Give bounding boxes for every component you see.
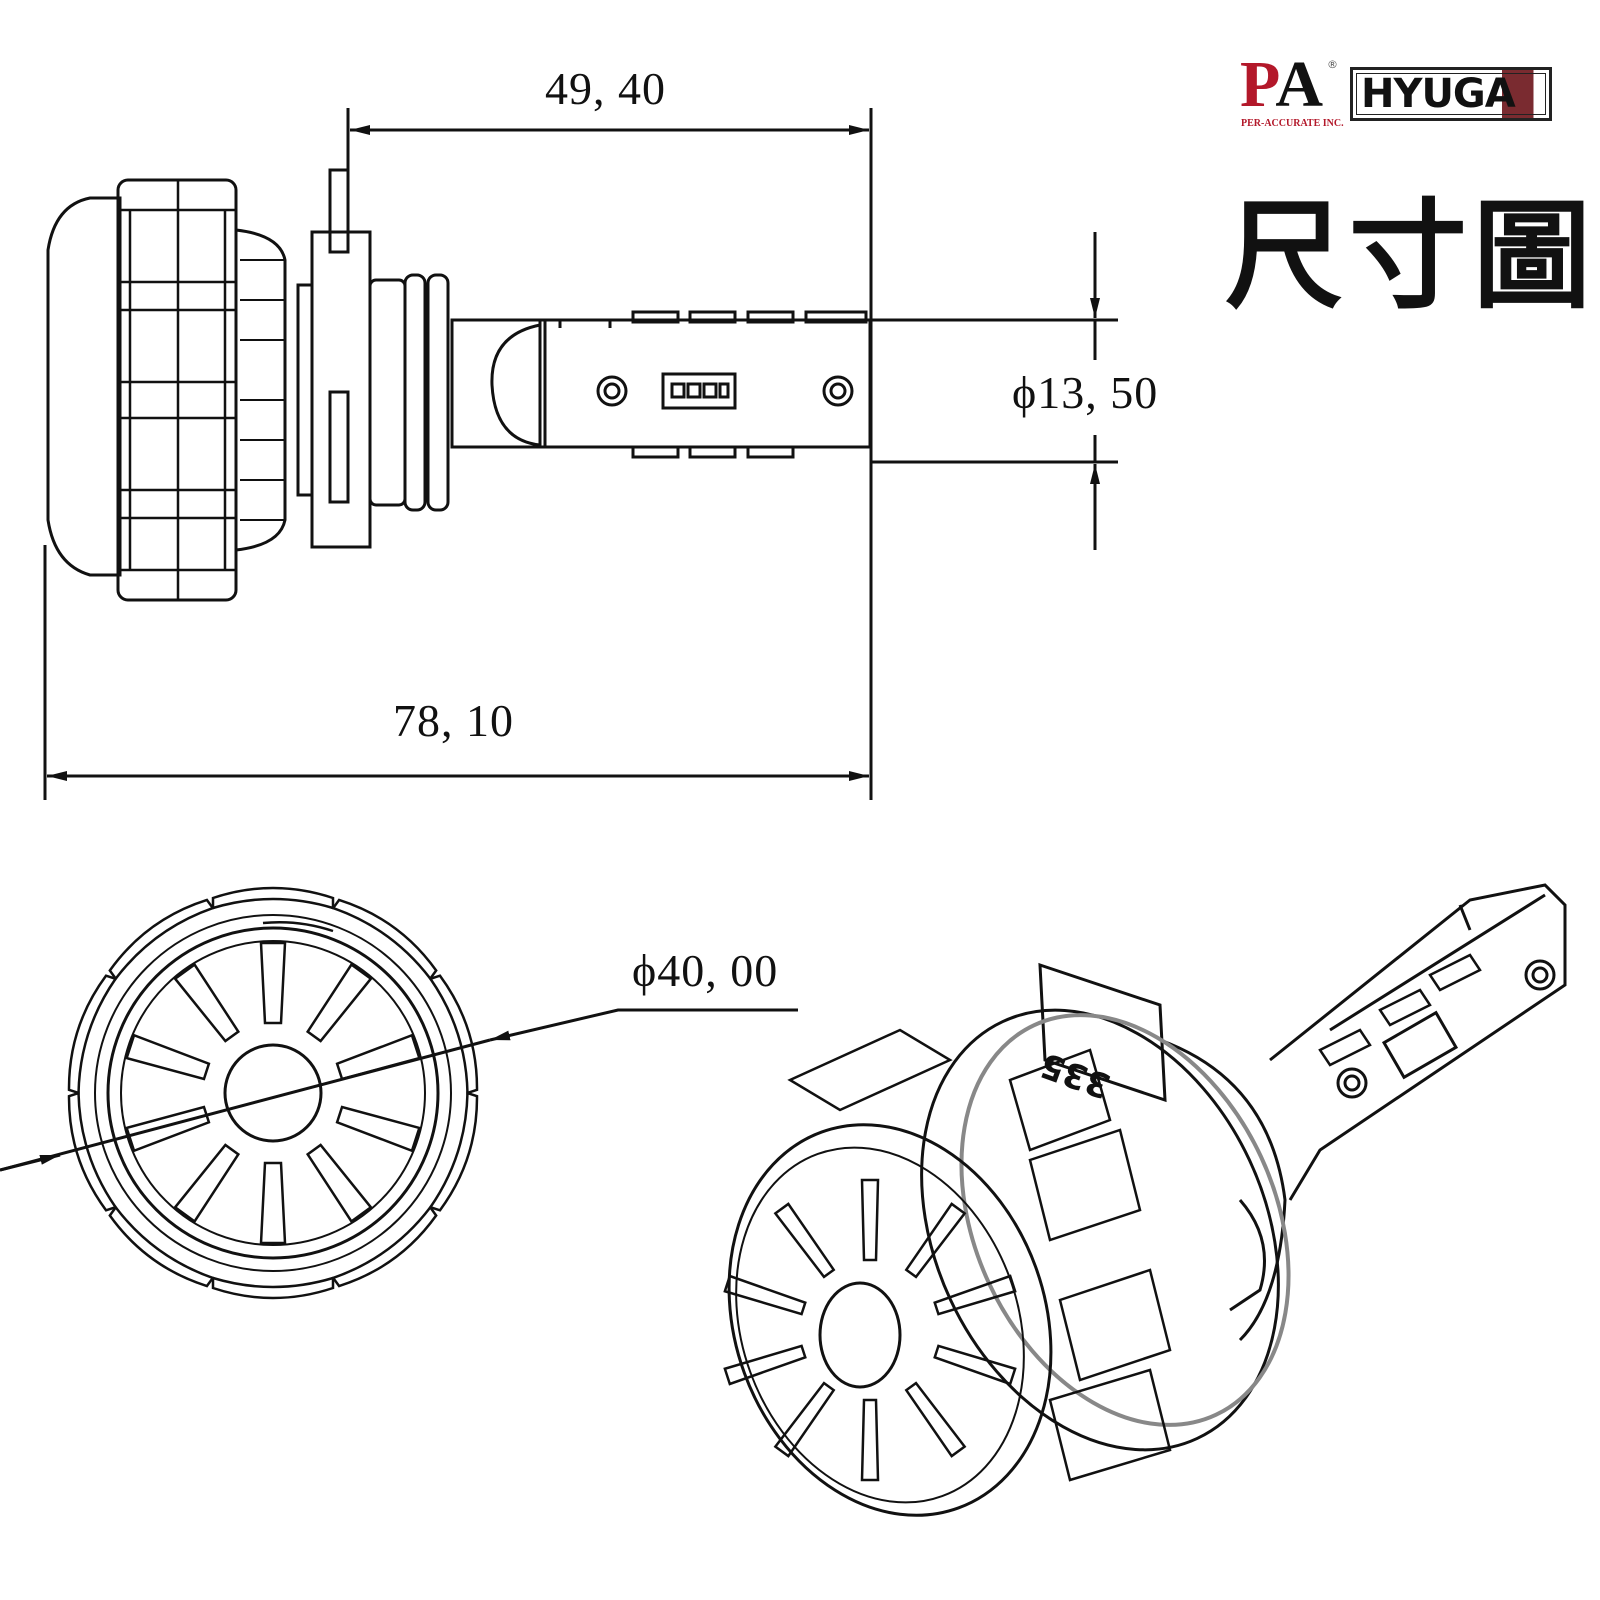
pa-logo-subtitle: PER-ACCURATE INC.	[1241, 118, 1344, 129]
pa-logo: PA	[1240, 52, 1323, 118]
isometric-view	[723, 883, 1567, 1517]
front-view	[58, 886, 488, 1300]
page-title: 尺寸圖	[1225, 187, 1598, 325]
registered-mark: ®	[1327, 58, 1338, 71]
dimension-total-length: 78, 10	[393, 695, 514, 746]
side-view	[46, 168, 872, 602]
dimension-lines	[0, 108, 1118, 1172]
dimension-base-diameter: ϕ40, 00	[632, 945, 779, 996]
dimension-head-length: 49, 40	[545, 63, 666, 114]
dimension-shaft-diameter: ϕ13, 50	[1012, 367, 1159, 418]
pa-logo-a: A	[1275, 48, 1324, 121]
hyuga-logo: HYUGA	[1350, 67, 1552, 121]
pa-logo-p: P	[1240, 48, 1276, 121]
